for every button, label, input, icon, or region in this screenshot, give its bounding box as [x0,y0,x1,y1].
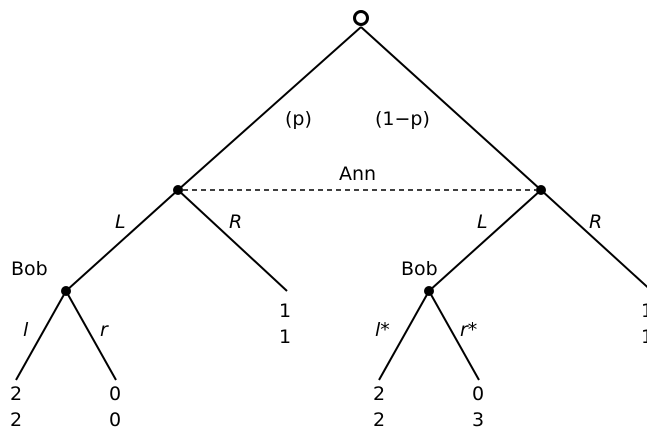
edge-ann-right-L [428,189,542,292]
action-r: r [100,319,109,341]
action-R-left: R [229,211,242,233]
edge-ann-left-R [177,189,288,292]
action-L-right: L [477,211,488,233]
payoff-rl-bob: 2 [373,409,385,431]
edge-chance-right [360,26,542,191]
payoff-rl-ann: 2 [373,383,385,405]
action-l: l [23,319,29,341]
bob-node-right [424,286,434,296]
bob-left-player-label: Bob [11,258,48,280]
payoff-ll-ann: 2 [10,383,22,405]
edge-bob-right-l [378,290,430,381]
prob-left-label: (p) [285,108,312,130]
bob-right-player-label: Bob [401,258,438,280]
edge-ann-right-R [540,189,647,289]
ann-player-label: Ann [339,163,376,185]
chance-node [353,10,369,26]
action-L-left: L [115,211,126,233]
ann-node-right [536,185,546,195]
payoff-rr-ann: 0 [472,383,484,405]
payoff-rR-ann: 1 [641,300,647,322]
bob-node-left [61,286,71,296]
edge-ann-left-L [65,189,179,292]
ann-node-left [173,185,183,195]
payoff-rr-bob: 3 [472,409,484,431]
action-R-right: R [589,211,602,233]
prob-right-label: (1−p) [375,108,430,130]
action-r-star: r* [460,319,477,341]
payoff-lR-bob: 1 [279,326,291,348]
edge-bob-left-r [65,290,117,381]
payoff-lR-ann: 1 [279,300,291,322]
payoff-lr-bob: 0 [109,409,121,431]
action-l-star: l* [375,319,390,341]
edge-bob-right-r [428,290,480,381]
payoff-ll-bob: 2 [10,409,22,431]
payoff-lr-ann: 0 [109,383,121,405]
edge-chance-left [177,26,362,191]
edge-bob-left-l [15,290,67,381]
payoff-rR-bob: 1 [641,326,647,348]
